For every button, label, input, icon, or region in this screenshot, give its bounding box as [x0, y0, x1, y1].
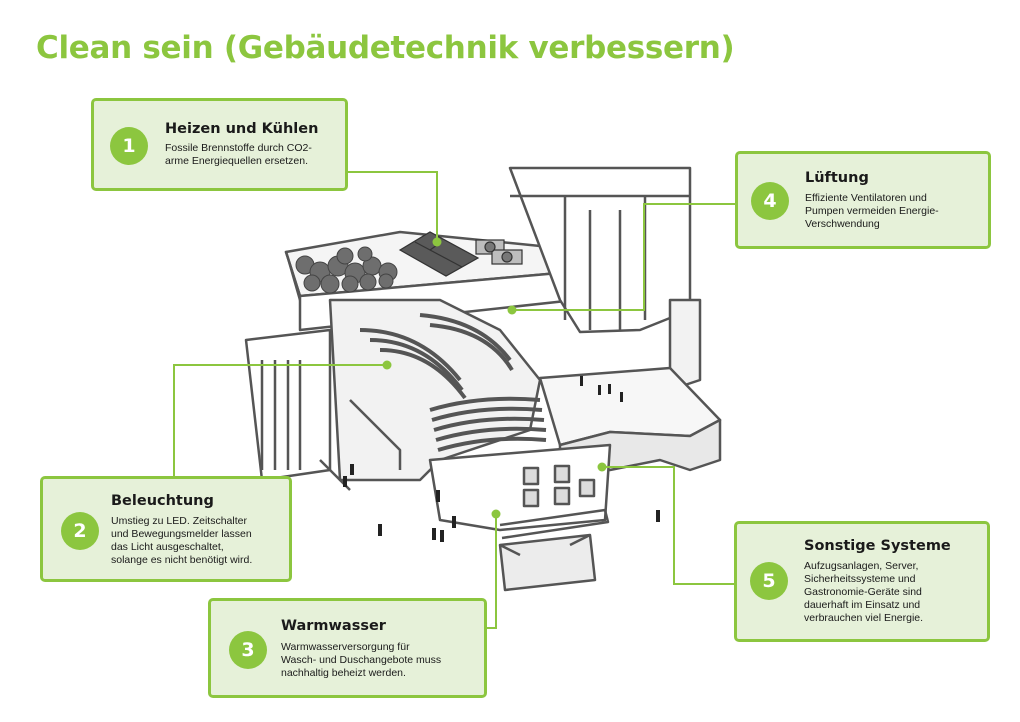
callout-text: Fossile Brennstoffe durch CO2- arme Ener…: [165, 142, 312, 167]
callout-number-badge: 5: [750, 562, 788, 600]
callout-sonstige-systeme: 5 Sonstige Systeme Aufzugsanlagen, Serve…: [734, 521, 990, 642]
page-title: Clean sein (Gebäudetechnik verbessern): [36, 30, 735, 66]
connector-dots: [382, 237, 607, 519]
callout-text: Aufzugsanlagen, Server, Sicherheitssyste…: [804, 560, 924, 624]
building-structure: [244, 166, 722, 592]
callout-heading: Warmwasser: [281, 618, 386, 634]
callout-heading: Heizen und Kühlen: [165, 121, 319, 137]
callout-number-badge: 1: [110, 127, 148, 165]
callout-number-badge: 3: [229, 631, 267, 669]
callout-heading: Sonstige Systeme: [804, 538, 951, 554]
callout-lueftung: 4 Lüftung Effiziente Ventilatoren und Pu…: [735, 151, 991, 249]
callout-heading: Beleuchtung: [111, 493, 214, 509]
people-silhouettes: [343, 376, 660, 542]
callout-number-badge: 2: [61, 512, 99, 550]
roof-units: [398, 231, 523, 277]
callout-text: Warmwasserversorgung für Wasch- und Dusc…: [281, 641, 442, 679]
callout-text: Effiziente Ventilatoren und Pumpen verme…: [805, 192, 939, 230]
roof-vegetation: [295, 246, 398, 294]
callout-warmwasser: 3 Warmwasser Warmwasserversorgung für Wa…: [208, 598, 487, 698]
auditorium-seating: [359, 313, 547, 452]
callout-beleuchtung: 2 Beleuchtung Umstieg zu LED. Zeitschalt…: [40, 476, 292, 582]
connector-lines: [173, 171, 735, 629]
callout-heizen-und-kuehlen: 1 Heizen und Kühlen Fossile Brennstoffe …: [91, 98, 348, 191]
callout-heading: Lüftung: [805, 170, 869, 186]
callout-number-badge: 4: [751, 182, 789, 220]
callout-text: Umstieg zu LED. Zeitschalter und Bewegun…: [111, 515, 253, 566]
